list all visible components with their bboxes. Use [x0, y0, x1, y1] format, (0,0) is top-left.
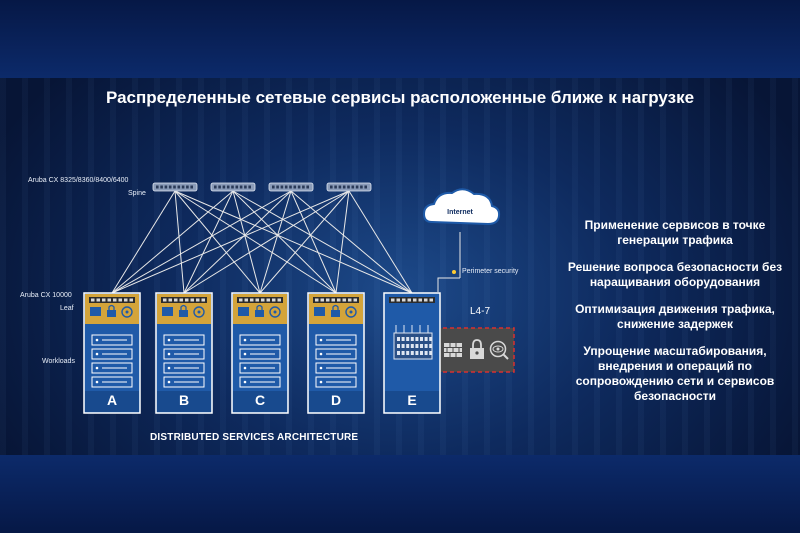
server-icon [315, 376, 357, 388]
perimeter-security-label: Perimeter security [462, 268, 519, 275]
link-line [111, 190, 292, 294]
l4-7-security-box [435, 327, 515, 373]
eye-search-icon [121, 306, 133, 318]
link-line [232, 190, 337, 294]
lock-icon [107, 304, 116, 317]
lock-icon [331, 304, 340, 317]
link-line [183, 190, 292, 294]
internet-label: Internet [447, 209, 473, 216]
link-line [348, 190, 413, 294]
server-icon [91, 334, 133, 346]
leaf-model-label: Aruba CX 10000 [20, 292, 72, 299]
benefit-item: Упрощение масштабирования, внедрения и о… [575, 344, 775, 403]
link-line [111, 190, 234, 294]
server-icon [315, 362, 357, 374]
appliance-icon [393, 325, 433, 360]
spine-leaf-links [111, 190, 413, 294]
workloads-label: Workloads [42, 358, 75, 365]
top-band [0, 0, 800, 78]
eye-search-icon [345, 306, 357, 318]
firewall-icon [90, 307, 101, 316]
server-icon [239, 348, 281, 360]
server-icon [163, 362, 205, 374]
link-line [232, 190, 261, 294]
server-icon [163, 348, 205, 360]
slide-title: Распределенные сетевые сервисы расположе… [105, 88, 695, 107]
bottom-band [0, 455, 800, 533]
switch-icon [326, 182, 372, 192]
link-line [290, 190, 337, 294]
link-line [174, 190, 337, 294]
server-icon [163, 334, 205, 346]
internet-to-leaf-link [437, 277, 460, 292]
link-line [111, 190, 350, 294]
benefits-list: Применение сервисов в точке генерации тр… [560, 218, 790, 416]
eye-search-icon [269, 306, 281, 318]
server-icon [239, 334, 281, 346]
eye-search-icon [489, 340, 509, 360]
benefit-item: Оптимизация движения трафика, снижение з… [575, 302, 775, 331]
perimeter-dot [452, 270, 456, 274]
l4-7-label: L4-7 [470, 306, 491, 317]
link-line [259, 190, 292, 294]
link-line [174, 190, 261, 294]
architecture-caption: DISTRIBUTED SERVICES ARCHITECTURE [150, 432, 359, 443]
switch-icon [152, 182, 198, 192]
leaf-label: Leaf [60, 305, 74, 312]
server-icon [163, 376, 205, 388]
link-line [174, 190, 185, 294]
switch-icon [210, 182, 256, 192]
link-line [290, 190, 413, 294]
server-icon [315, 334, 357, 346]
server-icon [91, 376, 133, 388]
link-line [183, 190, 234, 294]
lock-icon [470, 339, 484, 359]
link-line [183, 190, 350, 294]
server-icon [91, 362, 133, 374]
rack-label-b: B [178, 392, 190, 408]
rack-d [307, 292, 365, 414]
rack-label-c: C [254, 392, 266, 408]
spine-switches [152, 182, 372, 192]
link-line [259, 190, 350, 294]
rack-label-a: A [106, 392, 118, 408]
rack-label-e: E [407, 392, 417, 408]
racks [83, 292, 441, 414]
firewall-icon [314, 307, 325, 316]
link-line [335, 190, 350, 294]
link-line [174, 190, 413, 294]
lock-icon [255, 304, 264, 317]
spine-label: Spine [128, 190, 146, 197]
lock-icon [179, 304, 188, 317]
spine-model-label: Aruba CX 8325/8360/8400/6400 [28, 177, 129, 184]
link-line [232, 190, 413, 294]
rack-a [83, 292, 141, 414]
rack-b [155, 292, 213, 414]
server-icon [239, 362, 281, 374]
server-icon [239, 376, 281, 388]
link-line [111, 190, 176, 294]
benefit-item: Решение вопроса безопасности без наращив… [567, 260, 783, 289]
firewall-icon [162, 307, 173, 316]
firewall-icon [238, 307, 249, 316]
server-icon [91, 348, 133, 360]
rack-c [231, 292, 289, 414]
benefit-item: Применение сервисов в точке генерации тр… [584, 218, 766, 247]
rack-e [383, 292, 441, 414]
rack-label-d: D [330, 392, 342, 408]
firewall-icon [444, 343, 462, 357]
switch-icon [268, 182, 314, 192]
cloud-icon [422, 188, 501, 226]
eye-search-icon [193, 306, 205, 318]
server-icon [315, 348, 357, 360]
